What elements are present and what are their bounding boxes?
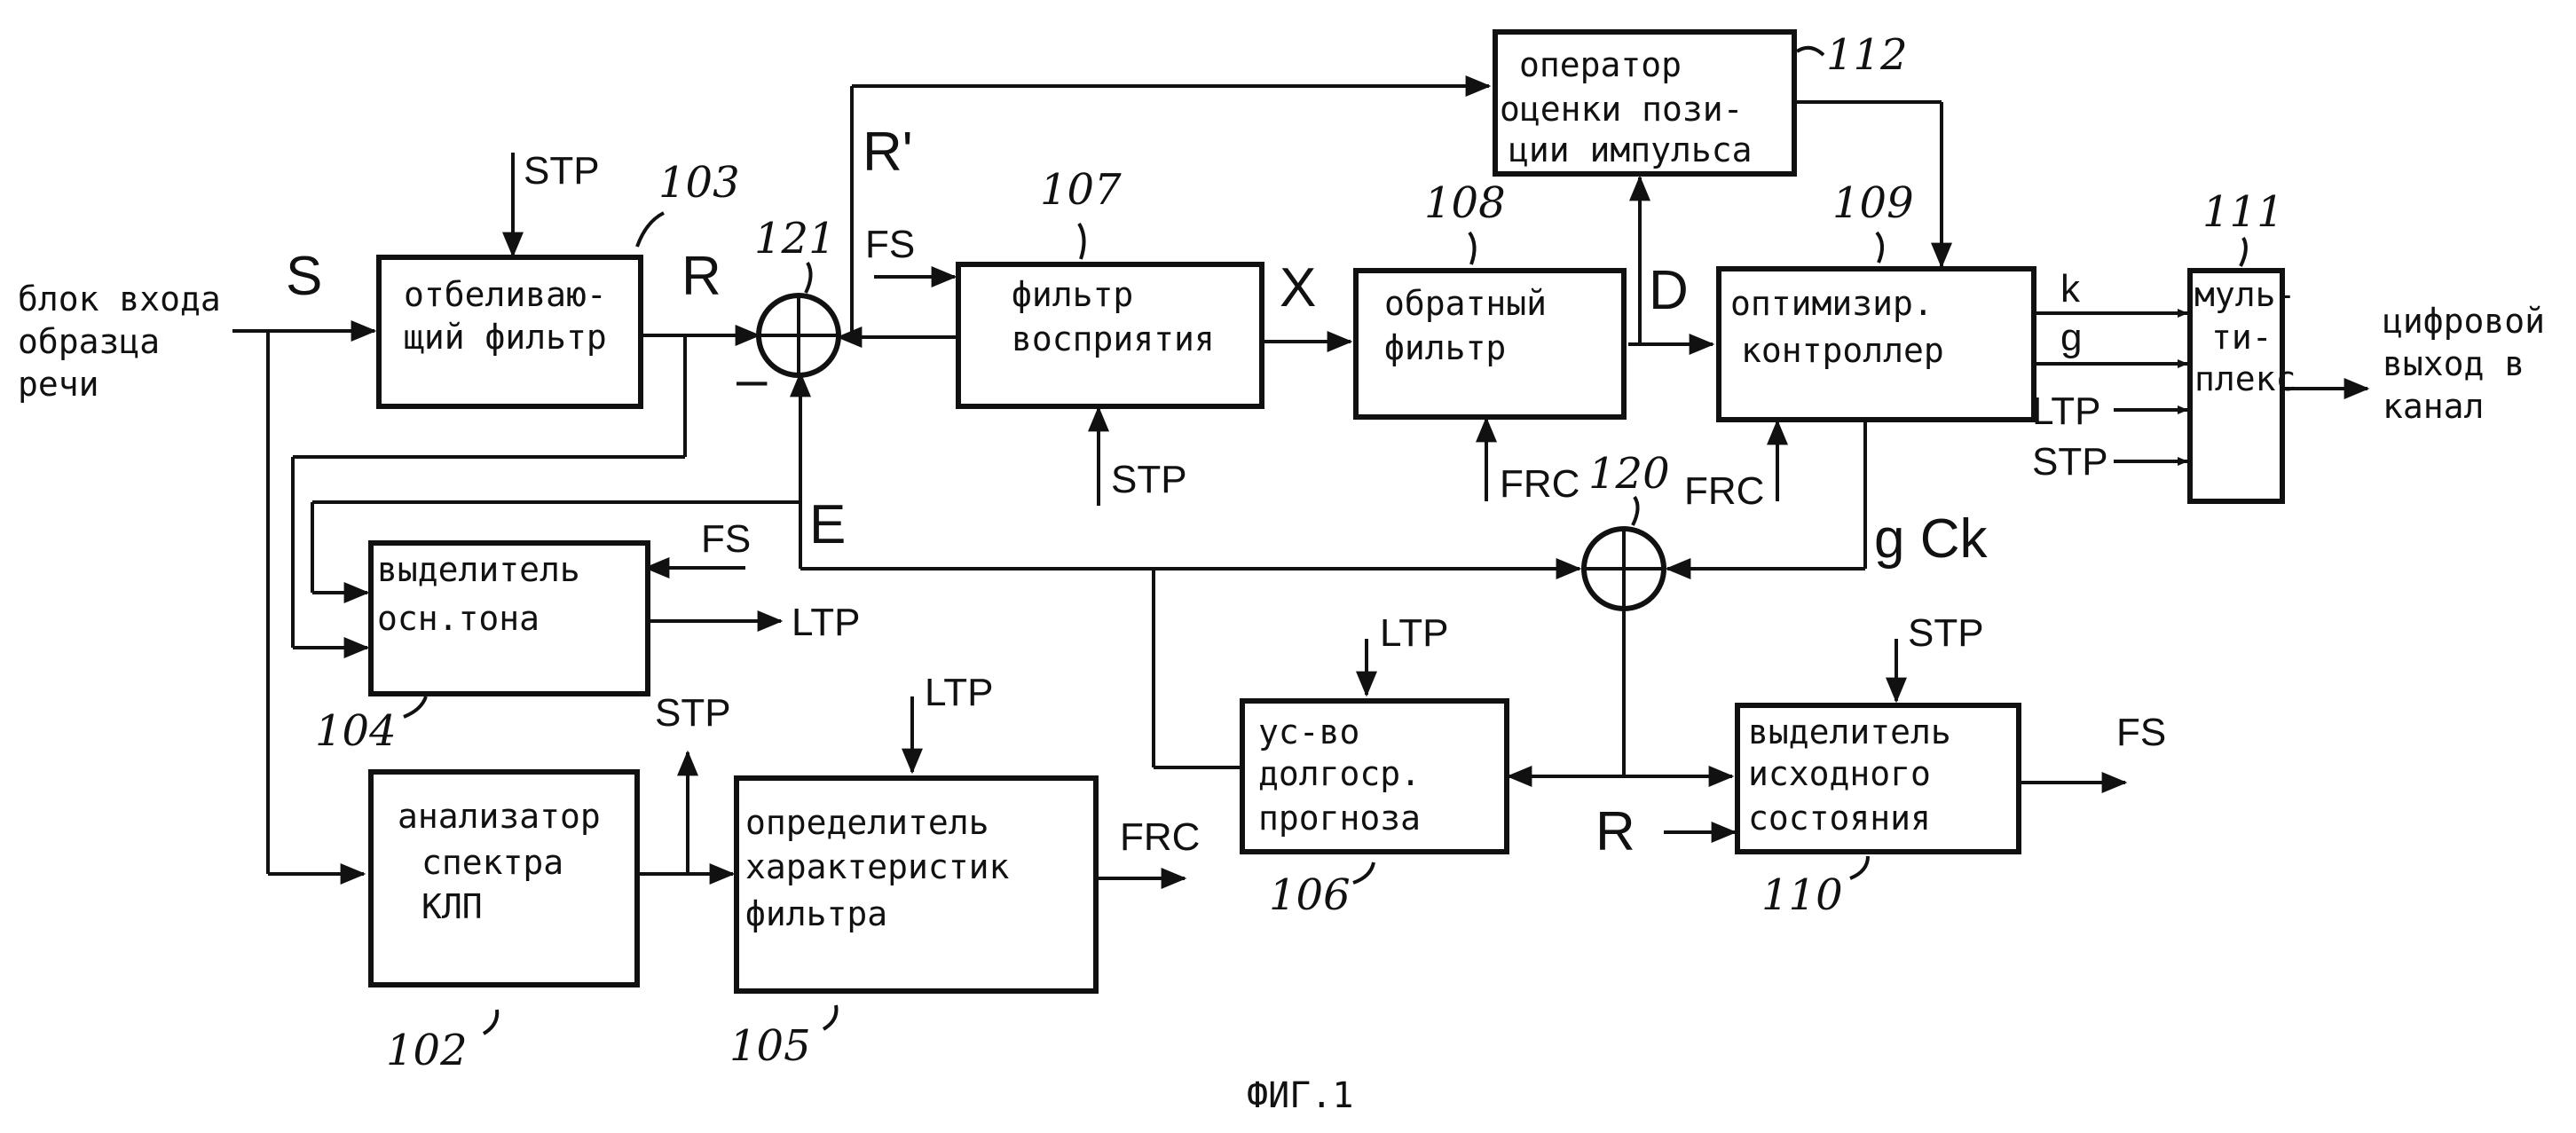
ref-120: 120	[1588, 449, 1670, 499]
block-102-line1: анализатор	[398, 797, 601, 836]
frc-109: FRC	[1684, 469, 1764, 513]
block-108-line1: обратный	[1384, 284, 1547, 323]
signal-E: E	[809, 494, 846, 555]
block-110-initial-state-extractor: выделитель исходного состояния	[1737, 705, 2019, 852]
input-label-line3: речи	[18, 365, 99, 404]
block-107-perception-filter: фильтр восприятия	[958, 264, 1262, 406]
block-110-line1: выделитель	[1748, 712, 1951, 751]
block-111-line1: муль-	[2194, 275, 2296, 314]
block-107-line2: восприятия	[1012, 319, 1215, 358]
signal-S: S	[286, 246, 322, 307]
ref-111: 111	[2202, 187, 2284, 237]
frc-108: FRC	[1500, 462, 1579, 506]
ref-103: 103	[658, 158, 740, 208]
signal-X: X	[1280, 257, 1316, 319]
stp-111: STP	[2032, 440, 2108, 484]
frc-105: FRC	[1120, 815, 1200, 859]
signal-R-lower: R	[1595, 801, 1635, 862]
block-111-line2: ти-	[2211, 318, 2273, 357]
output-label-line3: канал	[2383, 387, 2484, 426]
block-106-long-term-predictor: ус-во долгоср. прогноза	[1242, 701, 1507, 852]
block-110-line2: исходного	[1748, 754, 1931, 793]
summer-120	[1584, 529, 1664, 609]
block-105-line2: характеристик	[745, 847, 1010, 886]
ltp-106: LTP	[1380, 611, 1448, 655]
block-105-filter-characteristics: определитель характеристик фильтра	[737, 778, 1096, 991]
signal-D: D	[1649, 260, 1689, 321]
ref-106: 106	[1269, 870, 1351, 920]
minus-sign: –	[737, 349, 768, 410]
block-106-line2: долгоср.	[1258, 754, 1421, 793]
block-109-line2: контроллер	[1741, 331, 1944, 370]
output-label: цифровой выход в канал	[2383, 302, 2545, 426]
block-104-line1: выделитель	[377, 550, 580, 589]
block-102-lpc-analyzer: анализатор спектра КЛП	[371, 772, 637, 985]
block-111-line3: плекс	[2194, 359, 2296, 398]
block-105-line1: определитель	[745, 803, 989, 842]
block-106-line1: ус-во	[1258, 712, 1359, 751]
block-102-line2: спектра	[421, 843, 563, 882]
output-label-line1: цифровой	[2383, 302, 2545, 341]
block-112-line1: оператор	[1519, 45, 1682, 84]
block-109-line1: оптимизир.	[1730, 284, 1934, 323]
block-104-pitch-extractor: выделитель осн.тона	[371, 543, 648, 694]
figure-caption: ФИГ.1	[1247, 1075, 1353, 1116]
block-102-line3: КЛП	[421, 887, 483, 926]
block-112-line2: оценки пози-	[1500, 90, 1744, 129]
stp-107: STP	[1111, 458, 1187, 501]
signal-R: R	[681, 246, 721, 307]
block-110-line3: состояния	[1748, 799, 1931, 838]
block-111-multiplexer: муль- ти- плекс	[2190, 271, 2296, 501]
block-108-inverse-filter: обратный фильтр	[1356, 271, 1624, 417]
block-105-line3: фильтра	[745, 894, 887, 933]
signal-R-prime: R'	[863, 122, 913, 183]
block-109-optimizing-controller: оптимизир. контроллер	[1719, 269, 2034, 420]
ref-102: 102	[386, 1026, 468, 1075]
block-103-line1: отбеливаю-	[404, 275, 607, 314]
fs-107: FS	[865, 223, 915, 266]
signal-gCk: g Ck	[1874, 508, 1988, 570]
output-label-line2: выход в	[2383, 344, 2525, 383]
fs-104: FS	[701, 517, 751, 561]
stp-103: STP	[524, 149, 600, 193]
block-104-line2: осн.тона	[377, 599, 540, 638]
stp-102: STP	[655, 691, 731, 735]
input-label-line1: блок входа	[18, 279, 221, 319]
ref-108: 108	[1424, 178, 1506, 228]
block-103-line2: щий фильтр	[404, 318, 607, 357]
block-103-whitening-filter: отбеливаю- щий фильтр	[379, 257, 641, 406]
ltp-104: LTP	[792, 601, 860, 644]
ref-121: 121	[754, 214, 836, 264]
fs-110: FS	[2116, 711, 2166, 754]
ltp-105: LTP	[925, 671, 993, 714]
ltp-111: LTP	[2032, 389, 2100, 433]
block-106-line3: прогноза	[1258, 799, 1421, 838]
input-label: блок входа образца речи	[18, 279, 221, 404]
ref-109: 109	[1832, 178, 1914, 228]
summer-121	[759, 295, 839, 375]
ref-104: 104	[315, 706, 397, 756]
ref-112: 112	[1826, 30, 1908, 80]
out-k: k	[2060, 267, 2081, 311]
ref-105: 105	[729, 1021, 811, 1071]
stp-110: STP	[1908, 611, 1984, 655]
ref-107: 107	[1040, 165, 1122, 215]
ref-110: 110	[1761, 870, 1843, 920]
input-label-line2: образца	[18, 322, 160, 361]
block-112-pulse-position-estimator: оператор оценки пози- ции импульса	[1495, 32, 1794, 174]
out-g: g	[2060, 316, 2082, 359]
block-108-line2: фильтр	[1384, 328, 1506, 367]
block-107-line1: фильтр	[1012, 275, 1133, 314]
block-112-line3: ции импульса	[1509, 130, 1753, 169]
